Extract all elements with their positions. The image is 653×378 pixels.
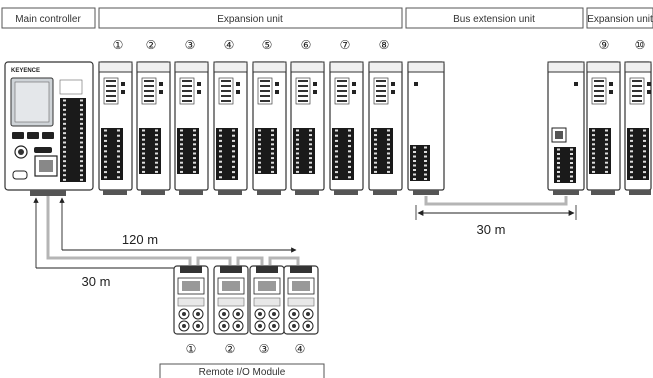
expansion-unit-numbers: ① ② ③ ④ ⑤ ⑥ ⑦ ⑧ — [113, 38, 390, 52]
bus-extension-cable — [424, 196, 568, 206]
expansion-unit-device — [329, 61, 364, 195]
expansion-unit-number: ② — [146, 38, 157, 52]
expansion-unit-device — [136, 61, 171, 195]
header-main-controller: Main controller — [1, 7, 96, 29]
expansion-unit-number: ③ — [185, 38, 196, 52]
expansion-unit-device — [252, 61, 287, 195]
remote-io-number: ① — [186, 342, 197, 356]
expansion-unit-number: ① — [113, 38, 124, 52]
expansion-unit-device — [290, 61, 325, 195]
header-bus-extension-unit: Bus extension unit — [405, 7, 584, 29]
bus-extension-unit-right — [547, 61, 585, 195]
bus-extension-unit-left — [407, 61, 445, 195]
remote-io-label-box — [159, 363, 325, 378]
remote-io-modules — [173, 265, 319, 335]
bus-extension-distance-label: 30 m — [477, 222, 506, 237]
remote-io-numbers: ① ② ③ ④ — [186, 342, 306, 356]
expansion-unit-device — [368, 61, 403, 195]
expansion-unit-number: ④ — [224, 38, 235, 52]
remote-io-module-device — [173, 265, 209, 335]
main-controller-device: KEYENCE — [4, 61, 94, 196]
remote-io-module-device — [213, 265, 249, 335]
expansion-unit-number: ⑧ — [379, 38, 390, 52]
expansion-unit-number: ⑩ — [635, 38, 646, 52]
controller-terminal-block — [60, 98, 86, 182]
header-expansion-unit: Expansion unit — [98, 7, 403, 29]
expansion-unit-number: ⑤ — [262, 38, 273, 52]
remote-io-module-device — [283, 265, 319, 335]
header-expansion-unit-right: Expansion unit — [586, 7, 653, 29]
remote-cable-left — [46, 196, 192, 265]
header-expansion-unit-label: Expansion unit — [217, 14, 283, 25]
expansion-unit-device — [98, 61, 133, 195]
remote-io-number: ② — [225, 342, 236, 356]
long-distance-label: 120 m — [122, 232, 158, 247]
expansion-unit-device — [586, 61, 621, 195]
expansion-unit-device — [174, 61, 209, 195]
controller-button — [27, 132, 39, 139]
short-distance-label: 30 m — [82, 274, 111, 289]
remote-io-module-device — [249, 265, 285, 335]
expansion-unit-device — [624, 61, 652, 195]
header-expansion-unit-right-label: Expansion unit — [587, 14, 653, 25]
expansion-unit-number: ⑦ — [340, 38, 351, 52]
header-bus-extension-unit-label: Bus extension unit — [453, 14, 535, 25]
remote-io-label: Remote I/O Module — [199, 367, 286, 378]
remote-io-number: ④ — [295, 342, 306, 356]
brand-logo-text: KEYENCE — [11, 68, 40, 74]
header-main-controller-label: Main controller — [15, 14, 81, 25]
controller-button — [42, 132, 54, 139]
expansion-unit-device — [213, 61, 248, 195]
expansion-unit-number: ⑨ — [599, 38, 610, 52]
controller-button — [12, 132, 24, 139]
remote-io-number: ③ — [259, 342, 270, 356]
expansion-unit-number: ⑥ — [301, 38, 312, 52]
expansion-units — [98, 61, 652, 195]
